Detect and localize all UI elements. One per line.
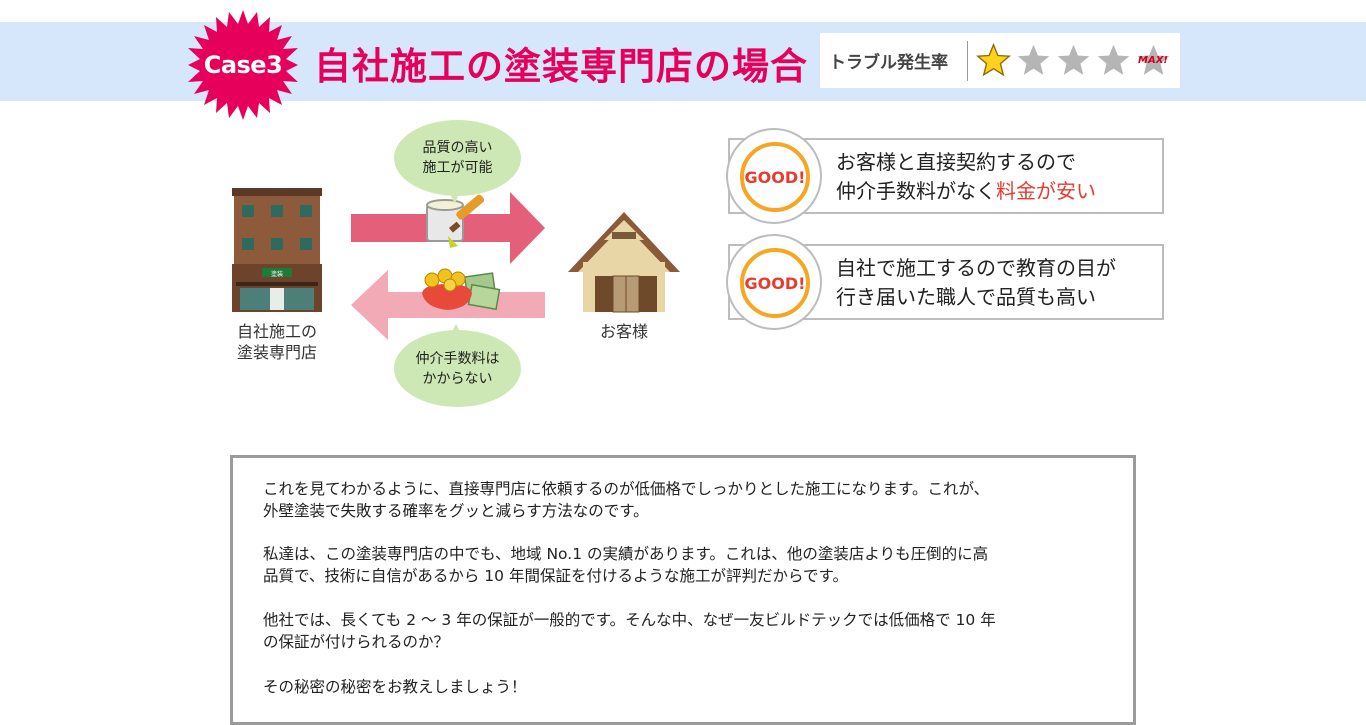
good-badge: GOOD! xyxy=(726,128,822,224)
paragraph-4: その秘密の秘密をお教えしましょう！ xyxy=(263,676,1113,698)
trouble-rating-label: トラブル発生率 xyxy=(829,53,948,73)
max-badge: MAX! xyxy=(1138,55,1168,66)
paragraph-2-line1: 私達は、この塗装専門店の中でも、地域 No.1 の実績があります。これは、他の塗… xyxy=(263,545,989,563)
bubble-bottom-line1: 仲介手数料は xyxy=(415,350,500,367)
paragraph-1-line1: これを見てわかるように、直接専門店に依頼するのが低価格でしっかりとした施工になり… xyxy=(263,480,990,498)
case-burst-badge xyxy=(188,10,298,120)
star-empty-icon xyxy=(1095,42,1132,79)
paragraph-3-line2: の保証が付けられるのか？ xyxy=(263,633,450,651)
paint-can-icon xyxy=(426,194,485,248)
good-ring-icon: GOOD! xyxy=(740,248,810,318)
paragraph-1: これを見てわかるように、直接専門店に依頼するのが低価格でしっかりとした施工になり… xyxy=(263,478,1113,522)
good-badge-text: GOOD! xyxy=(744,273,806,293)
bubble-high-quality: 品質の高い 施工が可能 xyxy=(394,120,521,196)
paragraph-2-line2: 品質で、技術に自信があるから 10 年間保証を付けるような施工が評判だからです。 xyxy=(263,567,848,585)
rating-divider xyxy=(967,40,968,81)
shop-label-line2: 塗装専門店 xyxy=(236,343,317,362)
good-card-1-line2-prefix: 仲介手数料がなく xyxy=(836,179,996,203)
customer-label: お客様 xyxy=(599,322,648,341)
paragraph-2: 私達は、この塗装専門店の中でも、地域 No.1 の実績があります。これは、他の塗… xyxy=(263,543,1113,587)
good-card-2-text: 自社で施工するので教育の目が 行き届いた職人で品質も高い xyxy=(836,254,1116,312)
good-badge: GOOD! xyxy=(726,234,822,330)
paragraph-4-line1: その秘密の秘密をお教えしましょう！ xyxy=(263,678,527,696)
star-max-icon: MAX! xyxy=(1135,42,1172,79)
rating-stars: MAX! xyxy=(968,42,1172,79)
trouble-rating-box: トラブル発生率 MAX! xyxy=(820,33,1180,88)
shop-sign-text: 塗装 xyxy=(271,270,283,278)
paragraph-3: 他社では、長くても 2 〜 3 年の保証が一般的です。そんな中、なぜ一友ビルドテ… xyxy=(263,609,1113,653)
case-label: Case3 xyxy=(203,51,283,79)
bubble-no-fee: 仲介手数料は かからない xyxy=(394,330,521,407)
bubble-bottom-line2: かからない xyxy=(422,370,493,387)
bubble-top-line1: 品質の高い xyxy=(422,140,493,156)
building-icon: 塗装 xyxy=(232,188,322,312)
shop-label-line1: 自社施工の xyxy=(236,322,317,341)
page-title: 自社施工の塗装専門店の場合 xyxy=(314,45,808,88)
explanation-box: これを見てわかるように、直接専門店に依頼するのが低価格でしっかりとした施工になり… xyxy=(230,455,1136,725)
paragraph-3-line1: 他社では、長くても 2 〜 3 年の保証が一般的です。そんな中、なぜ一友ビルドテ… xyxy=(263,611,996,629)
good-card-2-line1: 自社で施工するので教育の目が xyxy=(836,256,1116,280)
star-filled-icon xyxy=(975,42,1012,79)
flow-diagram: 塗装 xyxy=(232,188,680,340)
good-card-1: GOOD! お客様と直接契約するので 仲介手数料がなく料金が安い xyxy=(726,128,1164,224)
star-empty-icon xyxy=(1015,42,1052,79)
good-card-1-line1: お客様と直接契約するので xyxy=(836,150,1076,174)
bubble-top-line2: 施工が可能 xyxy=(422,160,493,176)
good-card-2: GOOD! 自社で施工するので教育の目が 行き届いた職人で品質も高い xyxy=(726,234,1164,330)
good-card-1-line2: 仲介手数料がなく料金が安い xyxy=(836,177,1096,206)
star-empty-icon xyxy=(1055,42,1092,79)
house-icon xyxy=(568,212,680,313)
good-card-1-highlight: 料金が安い xyxy=(996,179,1096,203)
good-badge-text: GOOD! xyxy=(744,167,806,187)
paragraph-1-line2: 外壁塗装で失敗する確率をグッと減らす方法なのです。 xyxy=(263,502,649,520)
good-card-1-text: お客様と直接契約するので 仲介手数料がなく料金が安い xyxy=(836,148,1096,206)
money-purse-icon xyxy=(422,268,501,311)
good-card-2-line2: 行き届いた職人で品質も高い xyxy=(836,285,1096,309)
good-ring-icon: GOOD! xyxy=(740,142,810,212)
shop-label: 自社施工の 塗装専門店 xyxy=(222,321,332,363)
